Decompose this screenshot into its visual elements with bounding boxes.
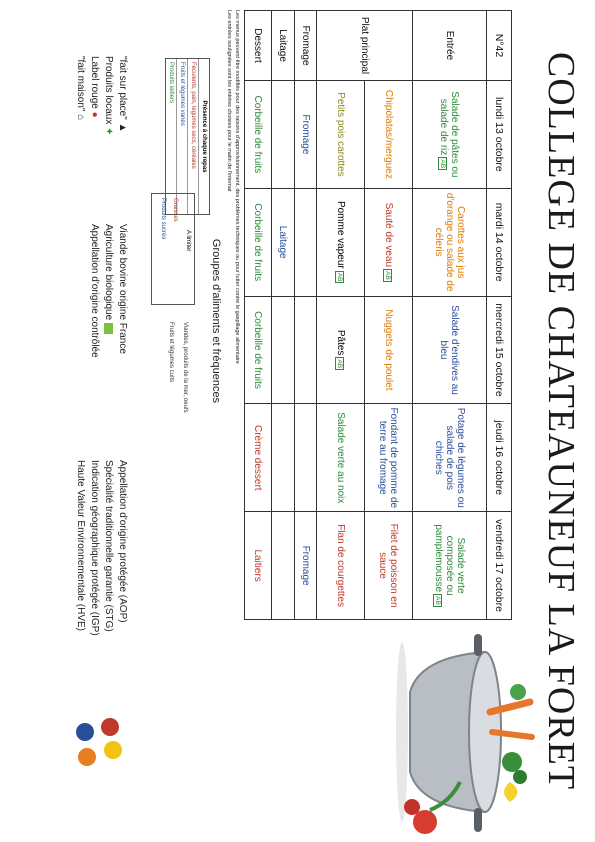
legend-item: Viande bovine origine France [117,224,128,354]
menu-cell: Flan de courgettes [316,511,365,620]
presence-item: Féculents, pain, légumes secs, céréales [187,59,198,214]
label-rouge-icon: ● [89,111,100,118]
menu-cell: Filet de poisson en sauce [364,511,413,620]
menu-cell: Laitage [271,188,295,297]
menu-cell: Potage de légumes ou salade de pois chic… [412,403,487,512]
menu-cell [294,296,317,404]
menu-cell [271,403,295,512]
presence-header: Présence à chaque repas [198,59,209,214]
menu-cell [294,188,317,297]
limit-box: A limiter Graisses Produits sucrés [151,193,195,305]
row-plat: Plat principal Chipolatas/merguez Sauté … [316,10,413,620]
menu-cell: PâtesAB [316,296,365,404]
legend-item: Indication géographique protégée (IGP) [89,460,100,636]
legend-column-3: Appellation d'origine protégée (AOP) Spé… [73,460,129,636]
weekly-menu-table: N°42 lundi 13 octobre mardi 14 octobre m… [244,10,512,620]
cooking-pot-illustration [396,634,535,834]
menu-cell: Salade d'endives au bleu [412,296,487,404]
legend-column-1: "fait sur place" ▲ Produits locaux ✦ Lab… [73,56,129,136]
row-label: Entrée [412,10,487,81]
menu-cell [294,403,317,512]
limit-item: Graisses [172,198,178,222]
presence-box: Présence à chaque repas Féculents, pain,… [165,58,210,215]
local-products-icon: ✦ [103,127,114,136]
row-accompagnement: Petits pois carottes Pomme vapeurAB Pâte… [316,11,365,620]
day-wednesday: mercredi 15 octobre [486,296,512,404]
menu-cell: Fromage [294,511,317,620]
menu-cell: Corbeille de fruits [244,296,272,404]
organic-badge-icon: AB [438,157,448,171]
internat-note: Les entrées soulignées sont les entrées … [226,10,232,192]
menu-cell: Petits pois carottes [316,80,365,189]
food-groups-title: Groupes d'aliments et fréquences [210,238,222,404]
limit-item: Produits sucrés [160,198,166,240]
menu-cell: Chipolatas/merguez [364,80,413,189]
menu-cell: Crème dessert [244,403,272,512]
row-label: Fromage [294,10,317,81]
row-dessert: Dessert Corbeille de fruits Corbeille de… [244,10,272,620]
menu-cell: Salade de pâtes ou salade de rizAB [412,80,487,189]
day-friday: vendredi 17 octobre [486,511,512,620]
menu-cell: Pomme vapeurAB [316,188,365,297]
organic-badge-icon: AB [335,270,345,284]
menu-cell: Salade verte composée ou pamplemousseAB [412,511,487,620]
limit-header: A limiter [185,230,191,252]
row-label: Laitage [271,10,295,81]
legend-item: "fait maison" ⌂ [75,56,86,121]
quality-seals-icon [76,718,122,766]
menu-number: N°42 [486,10,512,81]
menu-cell: Sauté de veauAB [364,188,413,297]
menu-cell: Salade verte au noix [316,403,365,512]
menu-cell [271,296,295,404]
menu-cell: Laitiers [244,511,272,620]
row-laitage: Laitage Laitage [271,10,295,620]
day-monday: lundi 13 octobre [486,80,512,189]
menu-cell: Nuggets de poulet [364,296,413,404]
menu-disclaimer: Les menus peuvent être modifiés pour des… [234,10,240,364]
organic-badge-icon: AB [432,594,442,607]
row-label: Dessert [244,10,272,81]
legend-item: Haute Valeur Environnementale (HVE) [75,460,86,632]
menu-cell: Carottes aux jus d'orange ou salade de c… [412,188,487,297]
organic-badge-icon: AB [335,357,345,371]
home-made-icon: ⌂ [75,114,86,121]
presence-item: Produits laitiers [168,62,174,104]
organic-badge-icon: AB [382,269,392,282]
organic-farming-icon [104,322,114,334]
page-title: COLLEGE DE CHATEAUNEUF LA FORET [540,51,582,791]
row-fromage: Fromage Fromage Fromage [294,10,317,620]
legend-item: Appellation d'origine contrôlée [89,224,100,358]
menu-cell [271,511,295,620]
legend-item: "fait sur place" ▲ [117,56,128,133]
legend-item: Spécialité traditionnelle garantie (STG) [103,460,114,632]
legend-item: Agriculture biologique [101,224,115,358]
legend-item: Produits locaux ✦ [103,56,114,136]
menu-cell: Fondant de pomme de terre au fromage [364,403,413,512]
presence-item: Fruits et légumes variés [176,59,187,214]
group-side-note: Fruits et légumes cuits [168,322,174,383]
menu-header-row: N°42 lundi 13 octobre mardi 14 octobre m… [486,10,512,620]
group-side-note: Viandes, produits de la mer, oeufs [182,322,188,413]
menu-cell: Corbeille de fruits [244,80,272,189]
menu-cell [271,80,295,189]
chef-hat-icon: ▲ [117,122,128,133]
legend-item: Label rouge ● [89,56,100,118]
day-tuesday: mardi 14 octobre [486,188,512,297]
row-entree: Entrée Salade de pâtes ou salade de rizA… [412,10,487,620]
legend-column-2: Viande bovine origine France Agriculture… [87,224,129,358]
menu-cell: Fromage [294,80,317,189]
legend-item: Appellation d'origine protégée (AOP) [117,460,128,623]
menu-cell: Corbeille de fruits [244,188,272,297]
row-label: Plat principal [316,10,413,81]
day-thursday: jeudi 16 octobre [486,403,512,512]
